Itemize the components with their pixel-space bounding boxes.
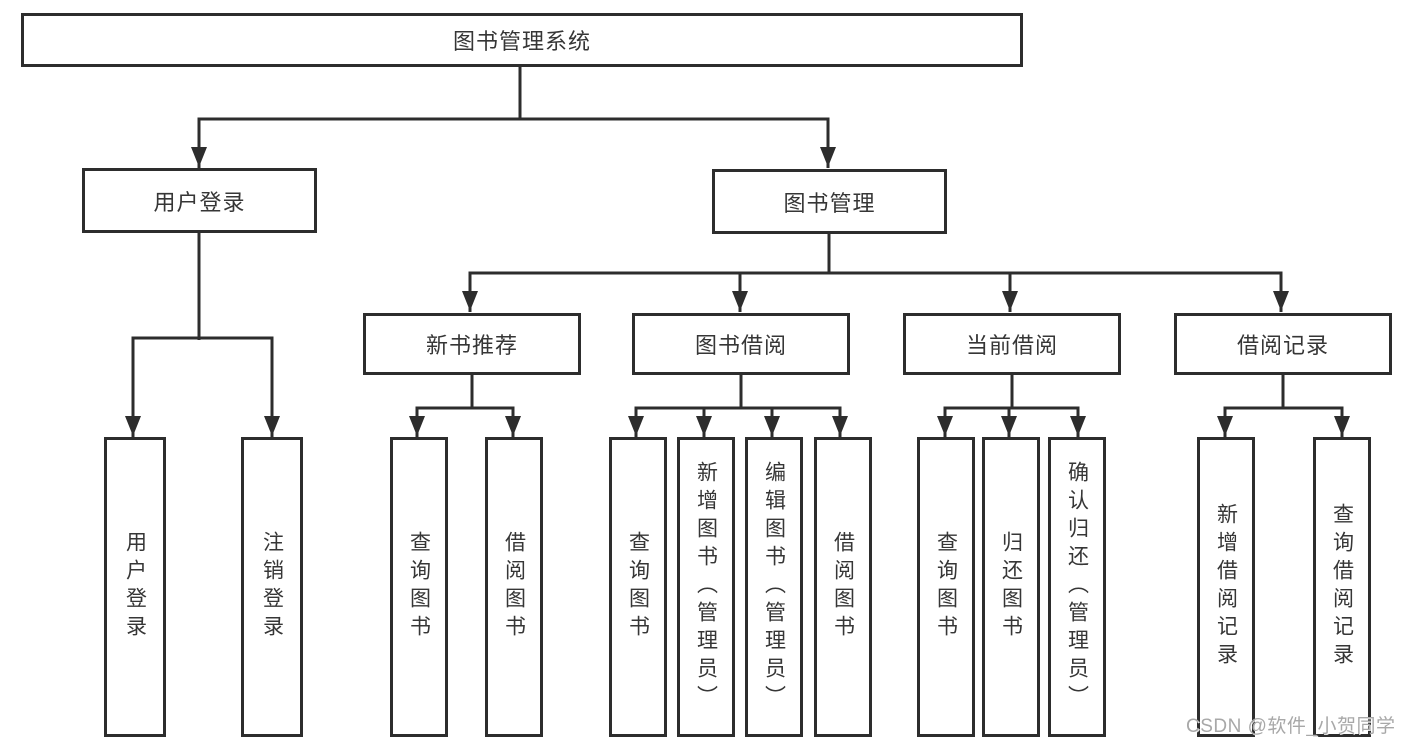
leaf-label: 查询图书 — [407, 531, 431, 643]
arrowhead-icon — [1273, 291, 1289, 311]
node-label: 图书管理 — [783, 190, 876, 216]
leaf-query-books-1: 查询图书 — [390, 437, 448, 737]
watermark: CSDN @软件_小贺同学 — [1186, 716, 1396, 737]
leaf-user-login: 用户登录 — [104, 437, 166, 737]
leaf-label: 用户登录 — [123, 531, 147, 643]
node-label: 图书管理系统 — [452, 29, 591, 54]
leaf-add-books-admin: 新增图书（管理员） — [677, 437, 735, 737]
node-label: 新书推荐 — [425, 333, 518, 358]
node-current-borrowing: 当前借阅 — [903, 313, 1121, 375]
leaf-label: 借阅图书 — [502, 531, 526, 643]
leaf-label: 注销登录 — [260, 531, 284, 643]
arrowhead-icon — [820, 147, 836, 167]
leaf-label: 借阅图书 — [831, 531, 855, 643]
node-borrowing-records: 借阅记录 — [1174, 313, 1392, 375]
node-label: 图书借阅 — [694, 333, 787, 358]
leaf-return-books: 归还图书 — [982, 437, 1040, 737]
node-new-book-recommend: 新书推荐 — [363, 313, 581, 375]
connector-line — [131, 336, 274, 437]
leaf-label: 归还图书 — [999, 531, 1023, 643]
leaf-label: 新增借阅记录 — [1214, 503, 1238, 671]
arrowhead-icon — [1001, 416, 1017, 436]
leaf-borrow-books-2: 借阅图书 — [814, 437, 872, 737]
arrowhead-icon — [1070, 416, 1086, 436]
arrowhead-icon — [191, 147, 207, 167]
connector-line — [415, 406, 515, 437]
node-book-management: 图书管理 — [712, 169, 947, 234]
arrowhead-icon — [1334, 416, 1350, 436]
leaf-query-borrow-record: 查询借阅记录 — [1313, 437, 1371, 737]
arrowhead-icon — [1217, 416, 1233, 436]
connector-line — [1223, 406, 1344, 437]
node-user-login: 用户登录 — [82, 168, 317, 233]
leaf-edit-books-admin: 编辑图书（管理员） — [745, 437, 803, 737]
arrowhead-icon — [462, 291, 478, 311]
arrowhead-icon — [832, 416, 848, 436]
leaf-label: 新增图书（管理员） — [694, 461, 718, 713]
arrowhead-icon — [696, 416, 712, 436]
arrowhead-icon — [125, 416, 141, 436]
arrowhead-icon — [409, 416, 425, 436]
leaf-label: 查询借阅记录 — [1330, 503, 1354, 671]
arrowhead-icon — [732, 291, 748, 311]
leaf-confirm-return-admin: 确认归还（管理员） — [1048, 437, 1106, 737]
leaf-query-books-3: 查询图书 — [917, 437, 975, 737]
leaf-logout: 注销登录 — [241, 437, 303, 737]
connector-line — [468, 271, 1283, 312]
arrowhead-icon — [937, 416, 953, 436]
leaf-label: 编辑图书（管理员） — [762, 461, 786, 713]
leaf-label: 查询图书 — [934, 531, 958, 643]
leaf-add-borrow-record: 新增借阅记录 — [1197, 437, 1255, 737]
leaf-label: 确认归还（管理员） — [1065, 461, 1089, 713]
leaf-borrow-books-1: 借阅图书 — [485, 437, 543, 737]
node-label: 当前借阅 — [965, 333, 1058, 358]
node-book-borrowing: 图书借阅 — [632, 313, 850, 375]
arrowhead-icon — [264, 416, 280, 436]
node-label: 用户登录 — [153, 189, 246, 215]
arrowhead-icon — [1002, 291, 1018, 311]
connector-line — [197, 117, 830, 168]
node-library-system: 图书管理系统 — [21, 13, 1023, 67]
leaf-label: 查询图书 — [626, 531, 650, 643]
arrowhead-icon — [505, 416, 521, 436]
leaf-query-books-2: 查询图书 — [609, 437, 667, 737]
connector-line — [634, 406, 842, 437]
node-label: 借阅记录 — [1236, 333, 1329, 358]
arrowhead-icon — [764, 416, 780, 436]
arrowhead-icon — [628, 416, 644, 436]
